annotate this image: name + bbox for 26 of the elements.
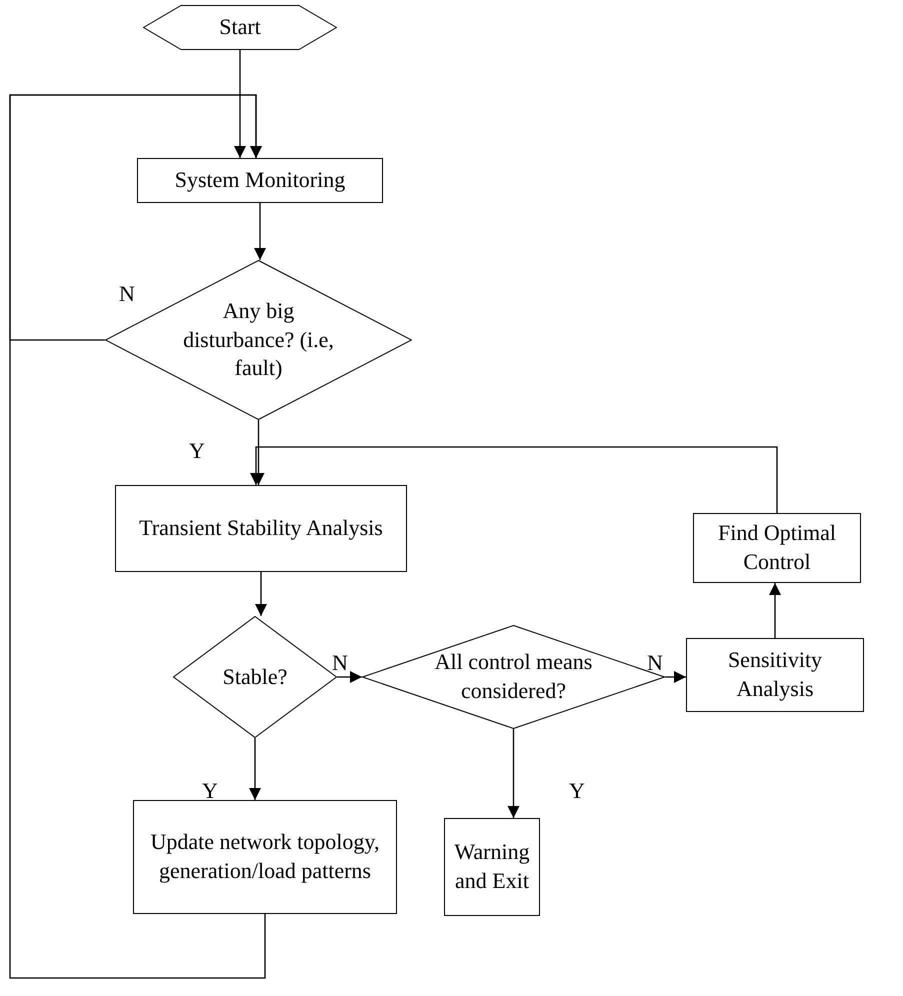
arrow xyxy=(249,738,261,800)
arrow xyxy=(254,203,266,260)
arrow xyxy=(508,729,520,818)
arrow xyxy=(769,583,781,638)
node-text: Sensitivity Analysis xyxy=(726,646,824,703)
process-box xyxy=(686,638,864,712)
process-box xyxy=(693,513,861,583)
arrow xyxy=(665,671,686,683)
arrow xyxy=(234,50,246,158)
node-text: All control means considered? xyxy=(434,648,594,705)
node-text: Start xyxy=(219,13,261,42)
process-box xyxy=(133,800,397,914)
arrow xyxy=(9,94,262,341)
node-text: Find Optimal Control xyxy=(717,519,837,576)
process-box xyxy=(444,818,540,916)
arrow xyxy=(337,671,362,683)
node-text: Transient Stability Analysis xyxy=(139,514,383,542)
arrow xyxy=(250,446,778,513)
node-text: Update network topology, generation/load patterns xyxy=(150,828,380,885)
node-text: Warning and Exit xyxy=(453,838,531,895)
arrow xyxy=(255,572,267,616)
node-text: System Monitoring xyxy=(174,166,346,194)
node-text: Any big disturbance? (i.e, fault) xyxy=(182,297,335,382)
process-box xyxy=(115,485,407,572)
process-box xyxy=(137,158,383,203)
node-text: Stable? xyxy=(222,662,288,691)
